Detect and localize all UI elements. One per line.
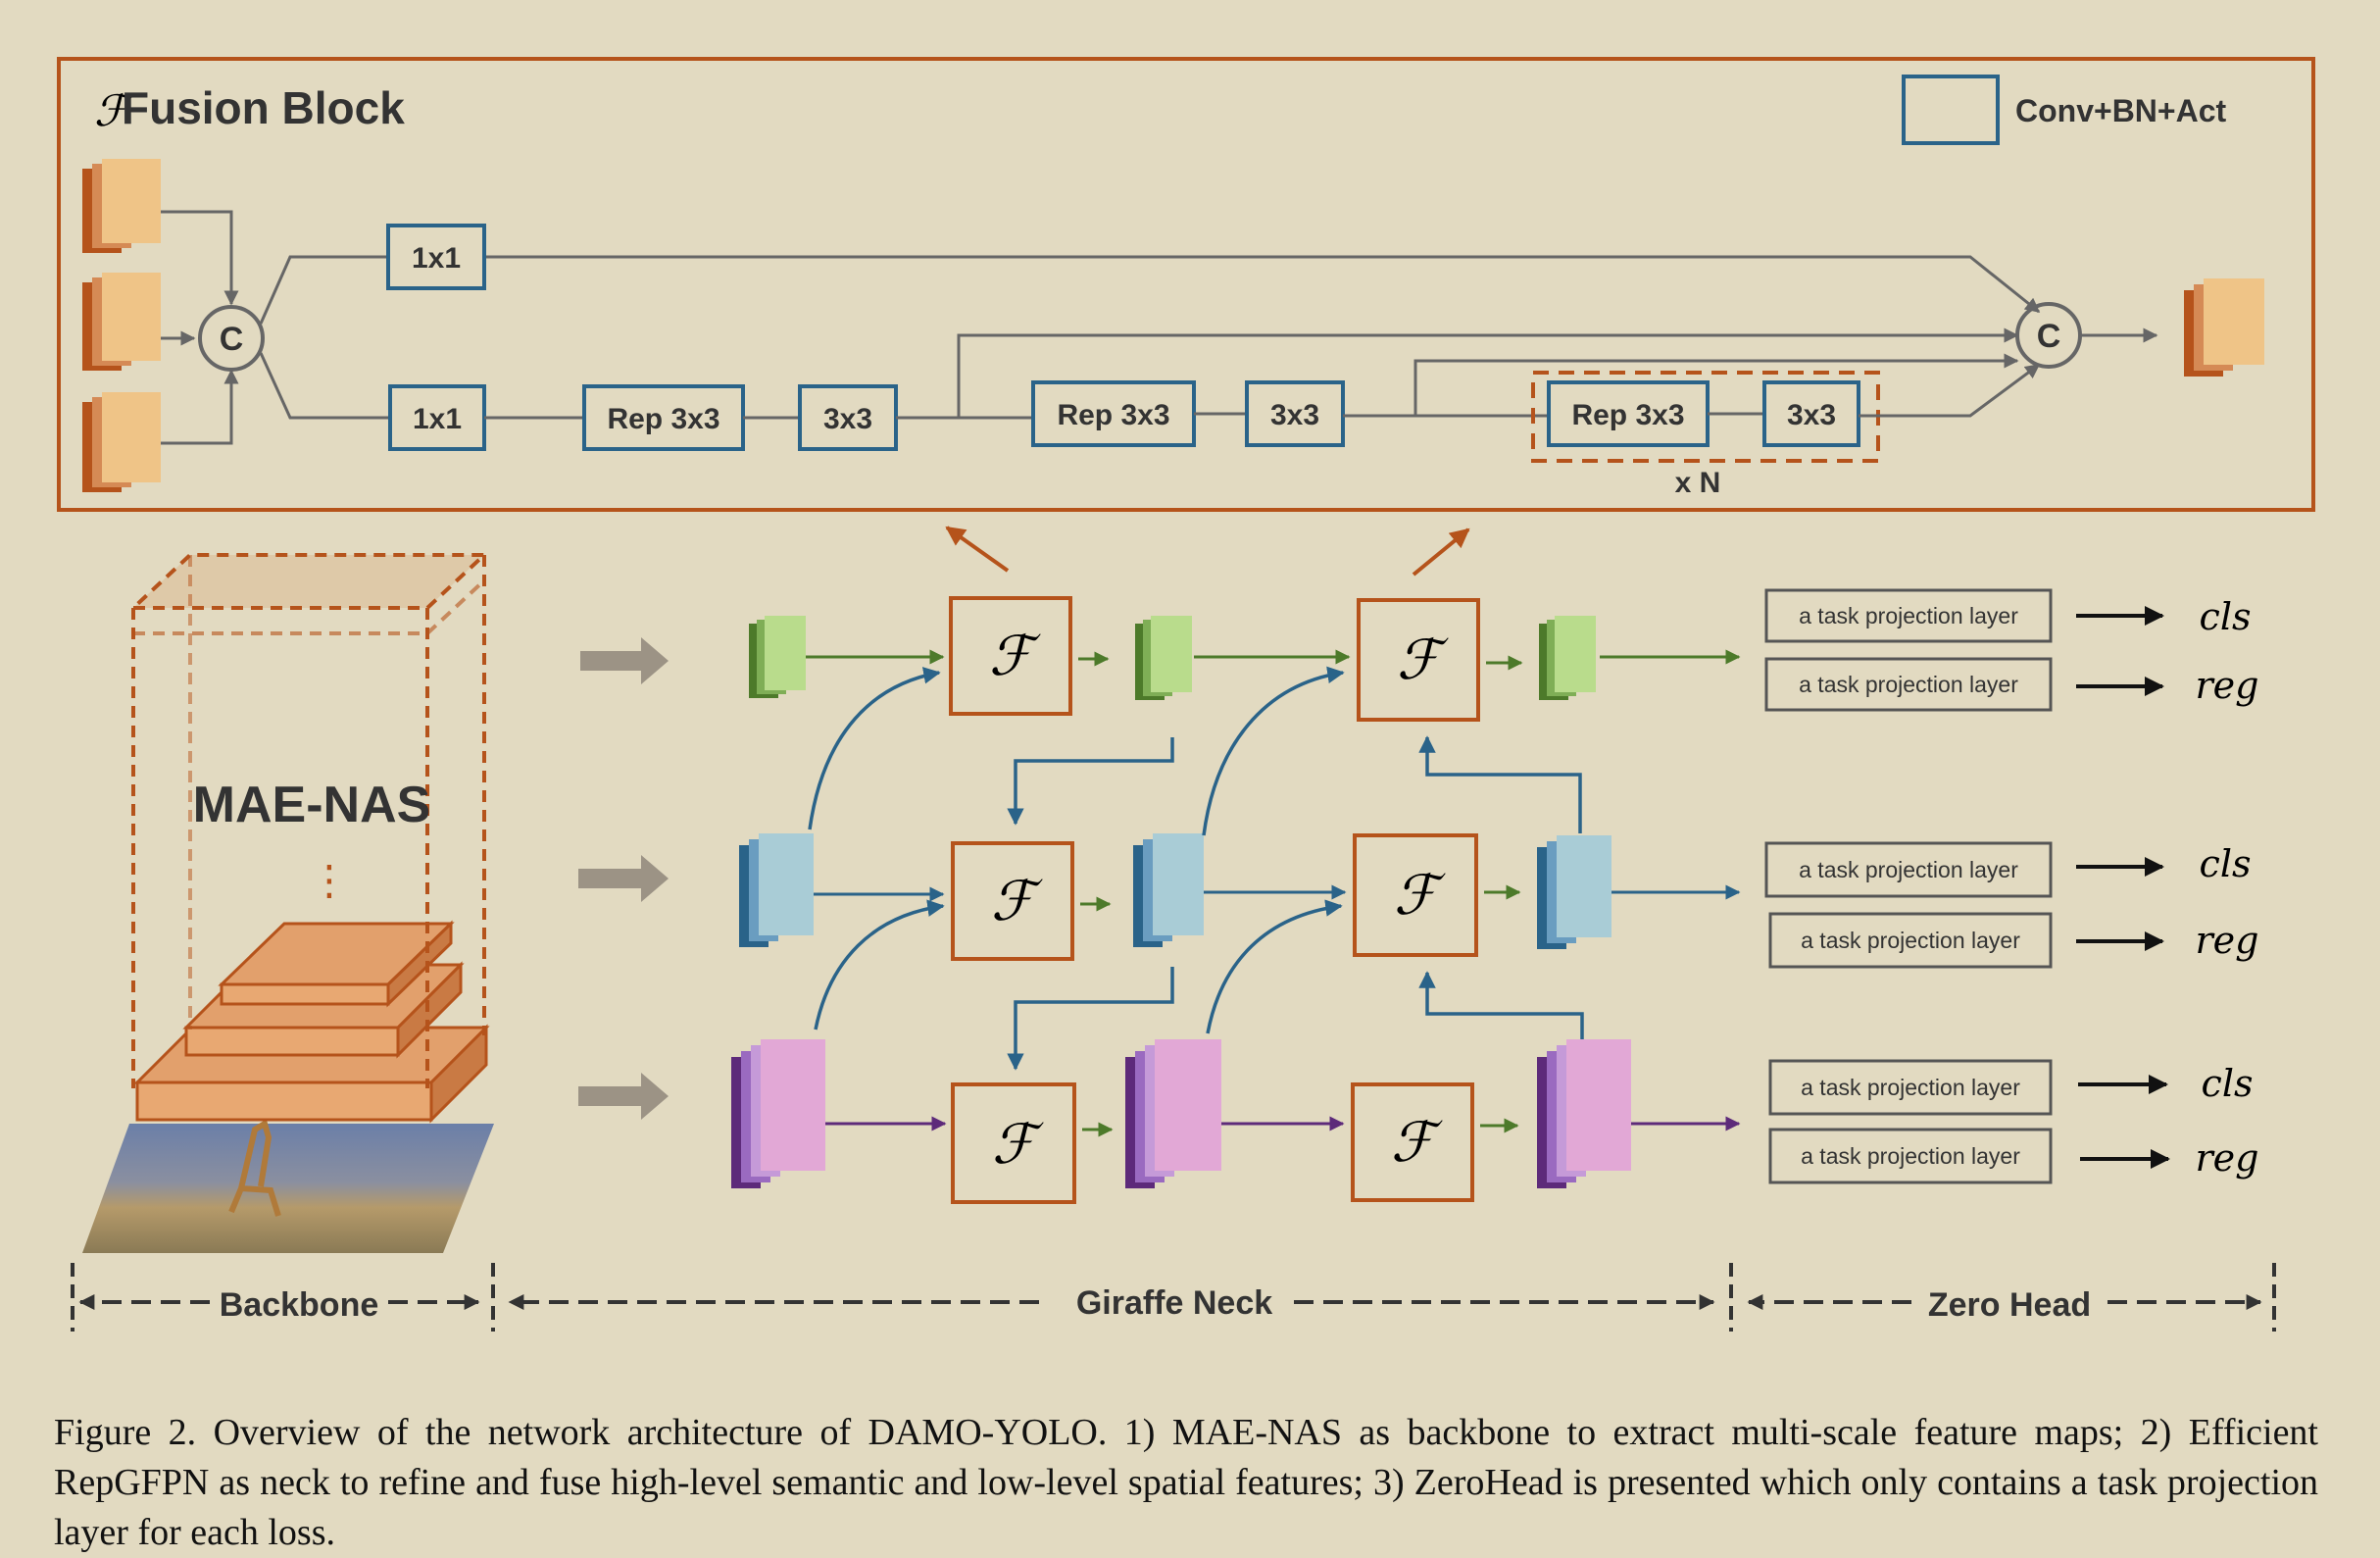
backbone: MAE-NAS ⋮ (82, 553, 494, 1253)
module-3x3-3: 3x3 (1762, 380, 1860, 447)
svg-text:Rep 3x3: Rep 3x3 (1057, 399, 1169, 431)
fusion-block-frame (57, 57, 2315, 512)
svg-text:ℱ: ℱ (1391, 1111, 1443, 1175)
svg-text:3x3: 3x3 (1270, 399, 1319, 431)
head-layer-4: a task projection layer (1768, 912, 2053, 969)
svg-text:a task projection layer: a task projection layer (1801, 1143, 2020, 1169)
feature-map-p5-out (1539, 616, 1596, 700)
head-layer-1: a task projection layer (1764, 588, 2053, 643)
repeat-label: x N (1675, 467, 1721, 499)
head-output-5: cls (2202, 1062, 2254, 1105)
head-output-2: reg (2196, 664, 2259, 707)
head-layer-3: a task projection layer (1764, 841, 2053, 898)
feature-map-p3-in (731, 1039, 825, 1188)
module-rep3x3-1: Rep 3x3 (582, 384, 745, 451)
concat-node-left (198, 305, 265, 372)
head-output-6: reg (2196, 1136, 2259, 1180)
svg-text:ℱ: ℱ (1397, 628, 1449, 692)
backbone-stage-1 (218, 920, 455, 1008)
svg-text:3x3: 3x3 (823, 403, 872, 435)
fusion-output-stack (2184, 278, 2264, 377)
head-output-1: cls (2200, 595, 2252, 638)
figure-caption: Figure 2. Overview of the network archit… (54, 1412, 2318, 1553)
fusion-input-stack-1 (82, 159, 161, 253)
feature-map-p3-out (1537, 1039, 1631, 1188)
fusion-node-1: ℱ (949, 596, 1072, 716)
backbone-dots: ⋮ (309, 856, 350, 904)
module-1x1-bottom: 1x1 (388, 384, 486, 451)
head-output-3: cls (2200, 842, 2252, 885)
svg-text:Rep 3x3: Rep 3x3 (607, 403, 719, 435)
pointer-arrow-left (945, 526, 1010, 573)
architecture-diagram: ℱ Fusion Block Conv+BN+Act C 1x1 1x1 (57, 57, 2315, 1332)
legend-swatch (1902, 75, 2000, 145)
svg-text:ℱ: ℱ (1394, 864, 1446, 928)
fusion-block: ℱ Fusion Block Conv+BN+Act C 1x1 1x1 (57, 57, 2315, 512)
fusion-input-stack-3 (82, 392, 161, 492)
feature-map-p4-out (1537, 835, 1611, 949)
svg-text:ℱ: ℱ (991, 870, 1043, 933)
head-output-4: reg (2196, 919, 2259, 962)
flow-arrows (578, 637, 669, 1120)
head-layer-5: a task projection layer (1768, 1059, 2053, 1116)
giraffe-neck: ℱ ℱ ℱ ℱ ℱ ℱ (731, 526, 1741, 1204)
svg-text:a task projection layer: a task projection layer (1801, 928, 2020, 953)
fusion-node-2: ℱ (1357, 598, 1480, 722)
module-rep3x3-2: Rep 3x3 (1031, 380, 1196, 447)
fusion-node-5: ℱ (951, 1082, 1076, 1204)
svg-text:3x3: 3x3 (1787, 399, 1836, 431)
fusion-input-stack-2 (82, 273, 161, 371)
input-image (82, 1124, 494, 1253)
fusion-node-4: ℱ (1353, 833, 1478, 957)
pointer-arrow-right (1412, 528, 1470, 577)
section-label-neck: Giraffe Neck (1076, 1284, 1272, 1322)
svg-text:ℱ: ℱ (989, 625, 1041, 688)
flow-arrow-bottom (578, 1073, 669, 1120)
svg-text:1x1: 1x1 (412, 242, 461, 275)
backbone-label: MAE-NAS (193, 777, 431, 833)
feature-map-p4-mid (1133, 833, 1204, 947)
flow-arrow-top (580, 637, 669, 684)
svg-text:a task projection layer: a task projection layer (1799, 603, 2018, 628)
feature-map-p5-in (749, 616, 806, 698)
section-label-head: Zero Head (1928, 1286, 2091, 1324)
svg-text:Rep 3x3: Rep 3x3 (1571, 399, 1684, 431)
feature-map-p4-in (739, 833, 814, 947)
module-1x1-top: 1x1 (386, 224, 486, 290)
fusion-block-title: Fusion Block (122, 82, 405, 133)
head-layer-2: a task projection layer (1764, 657, 2053, 712)
concat-node-right-label: C (2037, 318, 2061, 355)
feature-map-p5-mid (1135, 616, 1192, 700)
head-layer-6: a task projection layer (1768, 1128, 2053, 1184)
feature-map-p3-mid (1125, 1039, 1221, 1188)
legend-label: Conv+BN+Act (2015, 93, 2227, 128)
svg-text:a task projection layer: a task projection layer (1801, 1075, 2020, 1100)
concat-node-left-label: C (220, 321, 244, 358)
svg-text:a task projection layer: a task projection layer (1799, 857, 2018, 882)
section-dividers (71, 1263, 2276, 1332)
svg-text:ℱ: ℱ (992, 1113, 1044, 1177)
flow-arrow-mid (578, 855, 669, 902)
search-space-box (127, 553, 490, 1088)
svg-text:a task projection layer: a task projection layer (1799, 672, 2018, 697)
section-label-backbone: Backbone (220, 1286, 379, 1324)
fusion-node-6: ℱ (1351, 1082, 1474, 1202)
fusion-node-3: ℱ (951, 841, 1074, 961)
module-rep3x3-3: Rep 3x3 (1547, 380, 1710, 447)
module-3x3-2: 3x3 (1245, 380, 1345, 447)
module-3x3-1: 3x3 (798, 384, 898, 451)
zero-head: a task projection layer cls a task proje… (1764, 588, 2259, 1184)
svg-text:1x1: 1x1 (413, 403, 462, 435)
